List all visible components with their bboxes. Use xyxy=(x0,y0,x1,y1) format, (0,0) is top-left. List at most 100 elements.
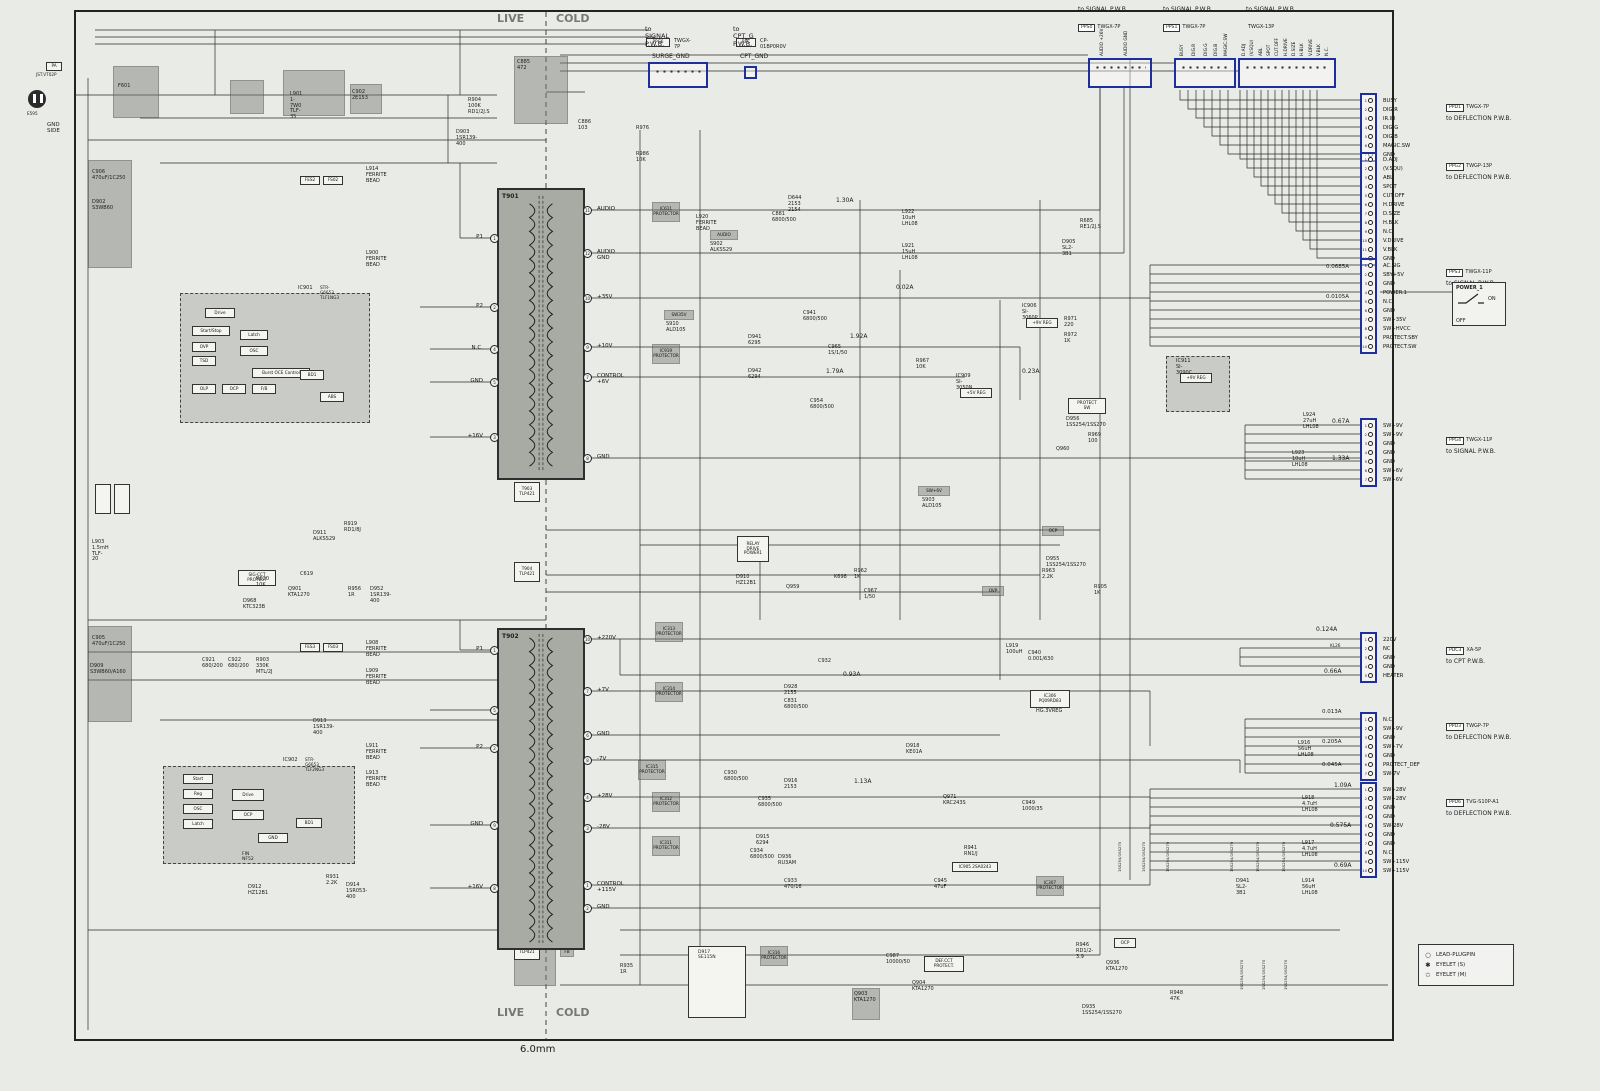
pin-dot xyxy=(1368,125,1373,130)
pin-label: GND xyxy=(1383,734,1395,741)
pin-label: NC xyxy=(1383,645,1391,652)
pin-label: PROTECT.SW xyxy=(1383,343,1417,350)
connector-pin: SW+6V xyxy=(1362,466,1403,475)
pin-number xyxy=(1362,229,1367,234)
pin-number xyxy=(1362,308,1367,313)
schematic-annotation: L900 FERRITE BEAD xyxy=(366,250,387,268)
pin-dot xyxy=(1368,299,1373,304)
schematic-annotation: 1SS254/1SS270 xyxy=(1261,959,1266,990)
connector-tag: PPS0 xyxy=(1078,24,1096,33)
pin-label: SW+28V xyxy=(1383,786,1406,793)
connector-pin: SBY+5V xyxy=(1362,270,1404,279)
component-box: DEF.CCT PROTECT. xyxy=(924,956,964,972)
schematic-annotation: COLD xyxy=(556,12,590,25)
component-box: IC314 PROTECTOR xyxy=(655,682,683,702)
component-box: OSC xyxy=(183,804,213,814)
schematic-annotation: 1SS254/1SS270 xyxy=(1165,841,1170,872)
transformer-label: T902 xyxy=(502,633,519,640)
pin-dot xyxy=(1368,468,1373,473)
connector-pin: PROTECT_DEF xyxy=(1362,760,1420,769)
pin-label: +16V xyxy=(467,433,483,439)
schematic-annotation: IC911 SI-3090C xyxy=(1176,358,1193,376)
pin-label: CUT.OFF xyxy=(1383,192,1405,199)
pin-number xyxy=(1362,184,1367,189)
pin-dot xyxy=(1368,459,1373,464)
component-box: PA xyxy=(46,62,62,71)
pin-label: GND xyxy=(470,378,483,384)
schematic-annotation: 0.0685A xyxy=(1326,264,1350,270)
pin-label: (V.SQU) xyxy=(1250,39,1255,56)
connector-pin: SW-7V xyxy=(1362,769,1400,778)
pin-label: ABL xyxy=(1259,47,1264,56)
connector-destination: to DEFLECTION P.W.B. xyxy=(1446,174,1512,182)
component-box: PROTECT SW xyxy=(1068,398,1106,414)
schematic-annotation: L914 FERRITE BEAD xyxy=(366,166,387,184)
schematic-annotation: S902 ALKSS29 xyxy=(710,241,733,253)
pin-label: DIG.R xyxy=(1383,106,1398,113)
connector-type: TWGX-7P xyxy=(1466,104,1490,110)
pin-label: GND xyxy=(1383,804,1395,811)
pin-dot xyxy=(1368,646,1373,651)
pin-label: GND xyxy=(1383,752,1395,759)
legend-label: EYELET (S) xyxy=(1436,962,1466,968)
pin-dot xyxy=(1368,317,1373,322)
schematic-annotation: R963 2.2K xyxy=(1042,568,1056,580)
pin-number xyxy=(1362,247,1367,252)
connector-pin: N.C. xyxy=(1362,848,1394,857)
schematic-annotation: C940 0.001/630 xyxy=(1028,650,1054,662)
top-connector-1 xyxy=(1088,58,1152,88)
schematic-annotation: 1SS254/1SS270 xyxy=(1141,841,1146,872)
connector-pin: DIG.B xyxy=(1362,132,1398,141)
connector-pin: PROTECT.SBY xyxy=(1362,333,1418,342)
pin-number xyxy=(1362,125,1367,130)
schematic-annotation: GND SIDE xyxy=(47,122,60,135)
pin-label: SPOT xyxy=(1267,44,1272,56)
connector-type: TWGX-11P xyxy=(1466,437,1493,443)
pin-dot xyxy=(1368,477,1373,482)
pin-dot xyxy=(1368,771,1373,776)
component-box: Drive xyxy=(205,308,235,318)
pin-label: GND xyxy=(1383,307,1395,314)
connector-pin: GND xyxy=(1362,457,1395,466)
pin-label: D.SIZE xyxy=(1383,210,1401,217)
pin-label: DIG.R xyxy=(1192,43,1197,56)
schematic-annotation: R903 330K MTL/2J xyxy=(256,657,273,675)
schematic-annotation: 0.0105A xyxy=(1326,294,1350,300)
pin-dot xyxy=(1368,859,1373,864)
schematic-annotation: R620 10K xyxy=(256,576,270,588)
pin-number xyxy=(1362,157,1367,162)
pin-number xyxy=(1362,98,1367,103)
component-box: OCP xyxy=(232,810,264,820)
schematic-annotation: L921 15uH LHL08 xyxy=(902,243,918,261)
pin-label: N.C. xyxy=(1383,228,1394,235)
connector-tag: PPS3 xyxy=(1446,269,1464,278)
component-box: OLP xyxy=(192,384,216,394)
pin-label: GND xyxy=(1383,663,1395,670)
pin-label: GND xyxy=(470,821,483,827)
wire-bundle xyxy=(1149,264,1452,347)
pin-number xyxy=(1362,134,1367,139)
component-box: RPC xyxy=(736,38,756,47)
component-box: OSC xyxy=(240,346,268,356)
schematic-annotation: L914 56uH LHL08 xyxy=(1302,878,1318,896)
pin-dot xyxy=(1368,744,1373,749)
wire-bundle xyxy=(420,620,1241,909)
schematic-annotation: D955 1SS254/1SS270 xyxy=(1046,556,1086,568)
pin-dot xyxy=(1368,166,1373,171)
connector-pin: DIG.G xyxy=(1362,123,1398,132)
pin-dot xyxy=(1368,134,1373,139)
connector-pin: GND xyxy=(1362,653,1395,662)
schematic-annotation: STR-G6653 TLF1NG3 xyxy=(320,285,340,300)
pin-label: +28V xyxy=(597,793,613,799)
pin-dot xyxy=(1368,308,1373,313)
pin-number xyxy=(1362,735,1367,740)
connector-tag: PPS1 xyxy=(1163,24,1181,33)
schematic-annotation: F601 xyxy=(118,83,131,89)
connector-destination: to SIGNAL P.W.B. xyxy=(1163,6,1213,13)
schematic-annotation: L923 10uH LHL08 xyxy=(1292,450,1308,468)
pin-number xyxy=(1362,281,1367,286)
pin-number xyxy=(1362,423,1367,428)
wire-bundle xyxy=(1244,718,1360,774)
